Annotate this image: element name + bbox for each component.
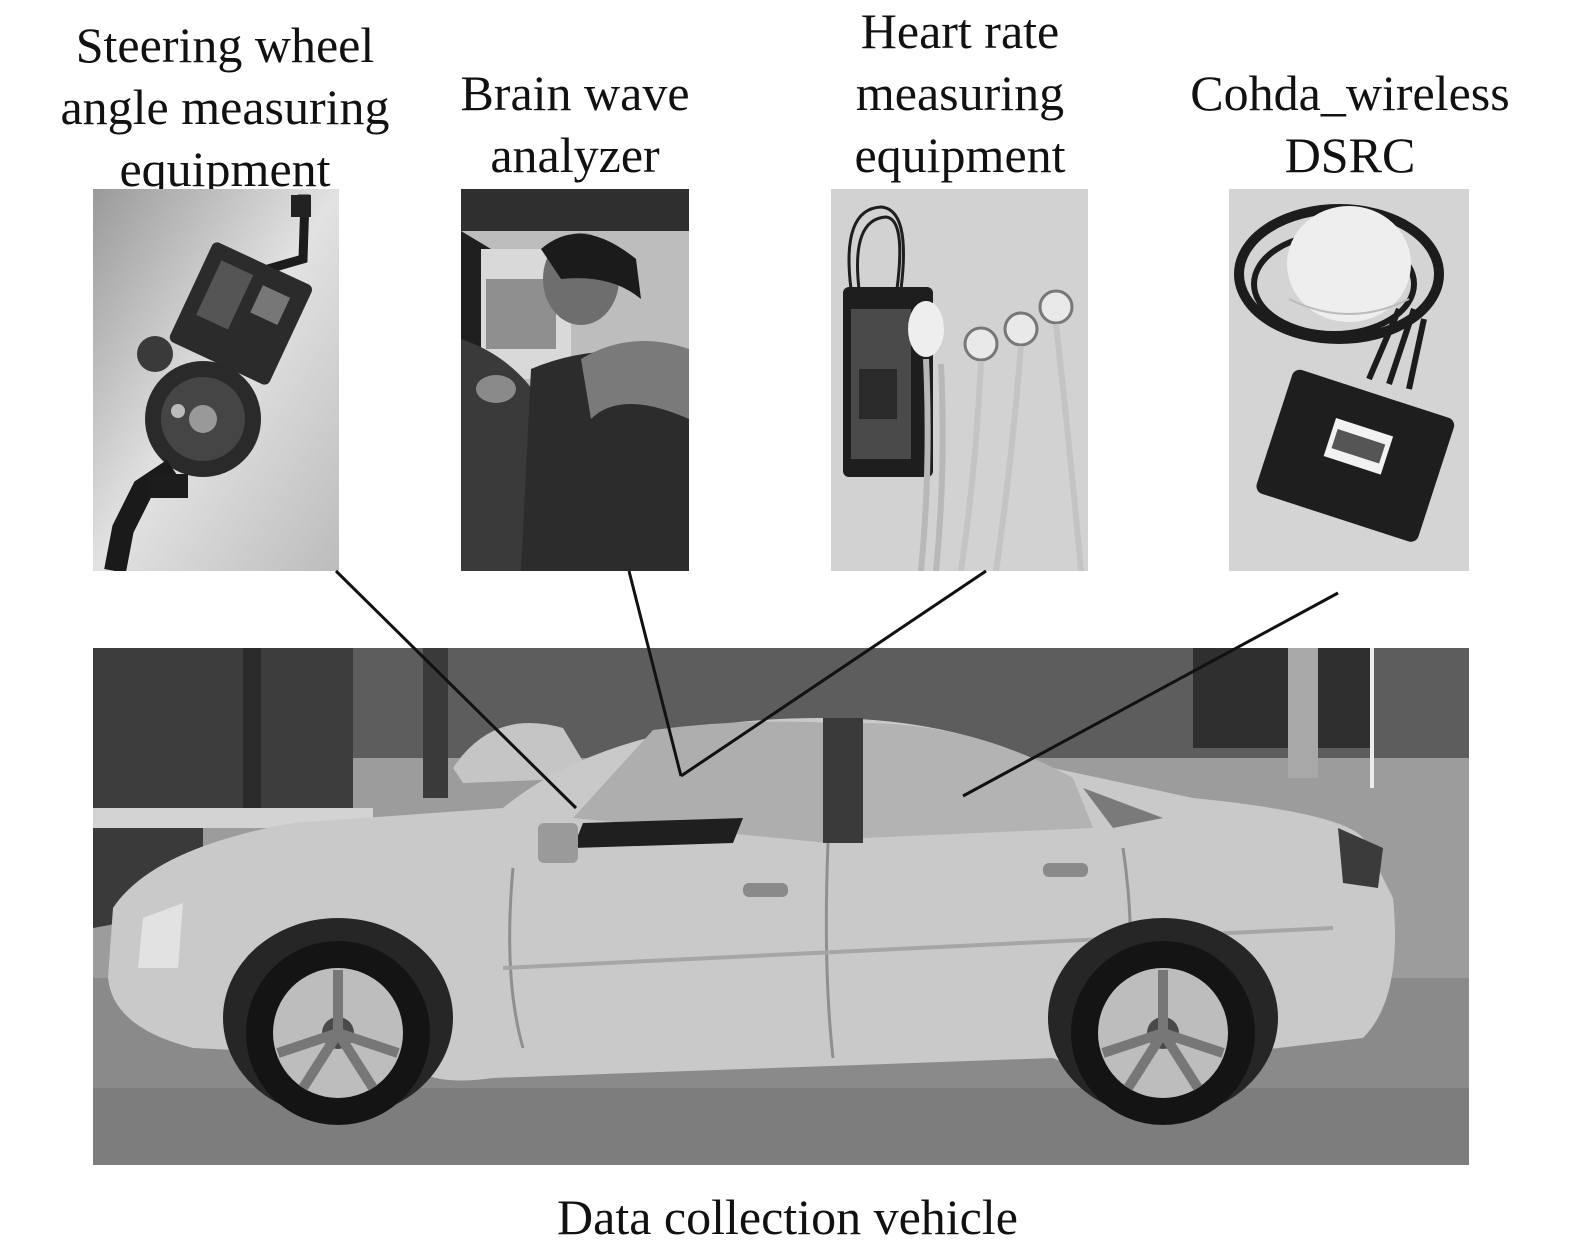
leader-line-brain (627, 570, 683, 777)
caption-brain-wave: Brain wave analyzer (460, 65, 690, 183)
caption-steering-wheel: Steering wheel angle measuring equipment (60, 17, 390, 197)
photo-brain-wave-driver (461, 189, 689, 571)
caption-vehicle: Data collection vehicle (557, 1189, 1018, 1245)
caption-dsrc: Cohda_wireless DSRC (1190, 65, 1510, 183)
photo-steering-sensor (93, 189, 339, 571)
leader-line-steering (334, 569, 578, 810)
caption-heart-rate: Heart rate measuring equipment (854, 3, 1066, 183)
photo-data-collection-vehicle (93, 648, 1469, 1165)
photo-heart-rate-device (831, 189, 1088, 571)
leader-line-heart (680, 569, 987, 778)
photo-dsrc-unit (1229, 189, 1469, 571)
leader-line-dsrc (962, 591, 1339, 798)
